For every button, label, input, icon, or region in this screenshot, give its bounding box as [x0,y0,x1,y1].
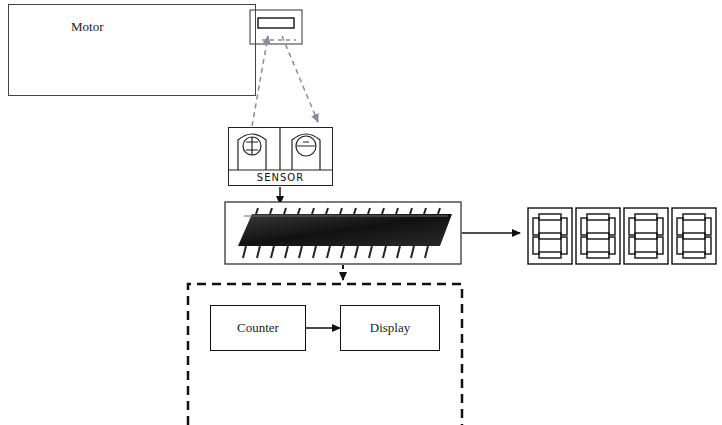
sensor-symbols [228,127,333,170]
flow-arrow [306,327,340,329]
process-box: Display [340,305,440,351]
light-path [282,36,318,122]
node-label: Display [370,320,410,336]
process-box: Counter [210,305,306,351]
dashed-arrow [342,265,344,280]
output-arrow [462,232,520,234]
reflector-mark [250,10,302,44]
microcontroller-chip [225,202,461,264]
node-label: Motor [71,19,255,35]
light-path [262,39,296,41]
motor-box: Motor [8,4,256,96]
sensor-box: SENSOR [228,127,333,186]
seven-segment-display [528,208,716,264]
sensor-label: SENSOR [257,172,304,183]
light-path [252,36,268,126]
dashed-region [188,284,462,425]
node-label: Counter [237,320,279,336]
